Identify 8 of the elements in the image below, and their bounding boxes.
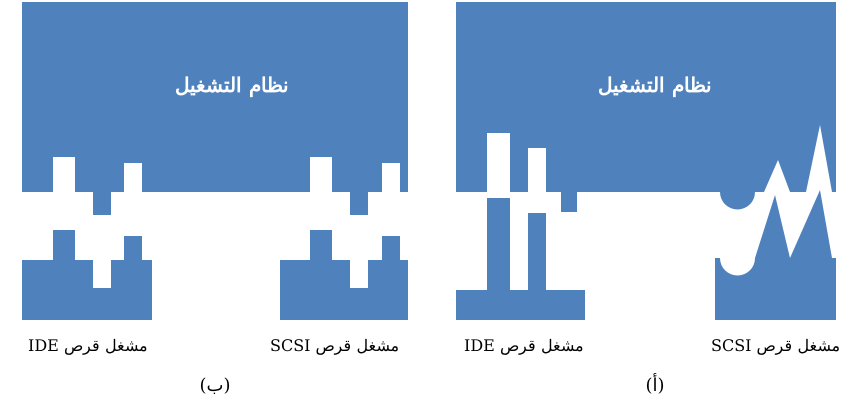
- panel-caption: (أ): [646, 374, 665, 396]
- driver-label: مشغل قرص SCSI: [270, 336, 400, 354]
- driver-label: مشغل قرص IDE: [28, 336, 148, 354]
- panel-caption: (ب): [200, 374, 231, 396]
- driver-label: مشغل قرص SCSI: [711, 336, 841, 354]
- operating-system-label: نظام التشغيل: [598, 73, 712, 97]
- driver-label: مشغل قرص IDE: [464, 336, 584, 354]
- operating-system-label: نظام التشغيل: [175, 73, 289, 97]
